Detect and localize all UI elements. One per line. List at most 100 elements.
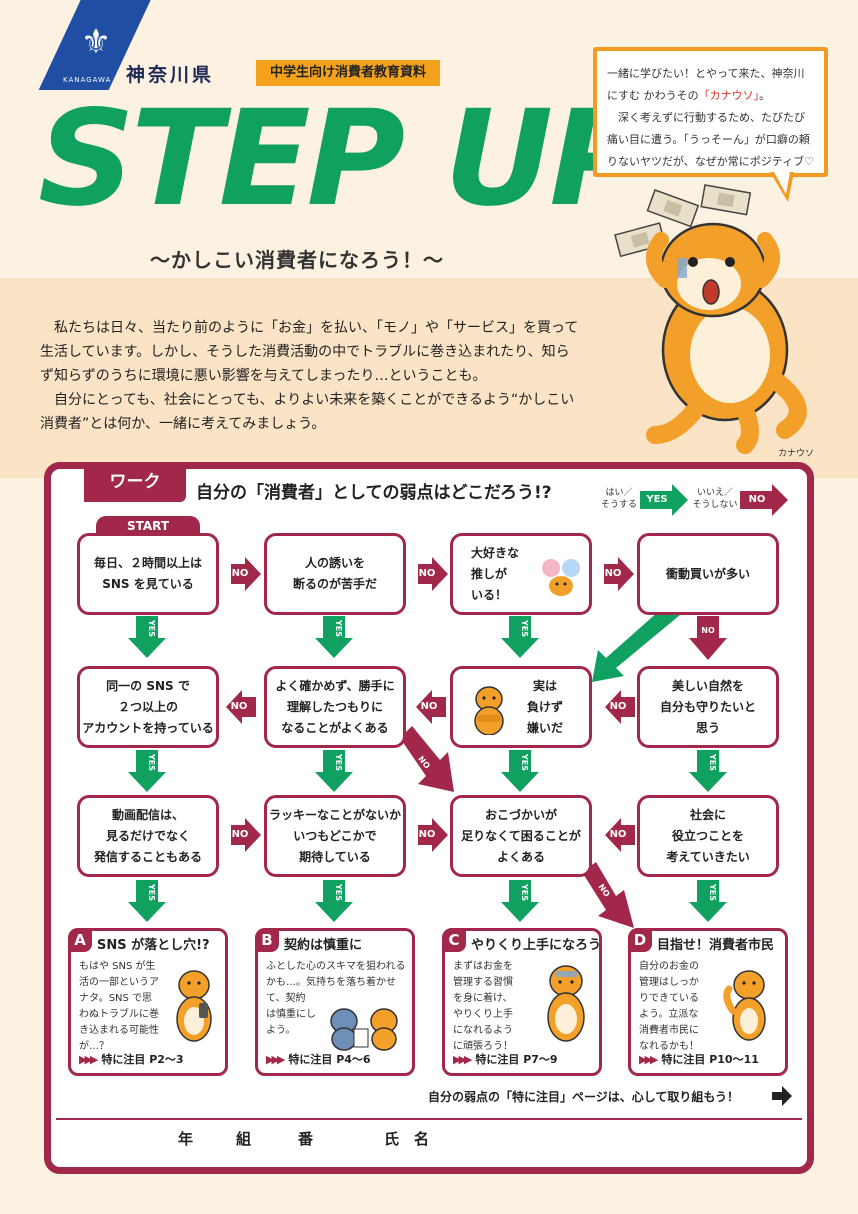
result-focus-text: 特に注目 P10〜11 bbox=[661, 1053, 759, 1066]
bubble-text-2: 深く考えずに行動するため、たびたび痛い目に遭う。「うっそーん」が口癖の頼りないヤ… bbox=[607, 111, 814, 168]
question-box-nature: 美しい自然を 自分も守りたいと 思う bbox=[637, 666, 779, 748]
result-box-b: B 契約は慎重に ふとした心のスキマを狙われるかも…。気持ちを落ち着かせて、契約… bbox=[255, 928, 415, 1076]
yes-label-r2-3: YES bbox=[520, 754, 529, 772]
result-box-d: D 目指せ！消費者市民 自分のお金の 管理はしっか りできている よう。立派な … bbox=[628, 928, 788, 1076]
question-box-streaming: 動画配信は、 見るだけでなく 発信することもある bbox=[77, 795, 219, 877]
question-text: 大好きな 推しが いる！ bbox=[471, 545, 520, 602]
question-box-refuse: 人の誘いを 断るのが苦手だ bbox=[264, 533, 406, 615]
no-label-r3-1: NO bbox=[231, 829, 249, 840]
name-label: 氏 名 bbox=[384, 1130, 430, 1148]
question-box-allowance: おこづかいが 足りなくて困ることが よくある bbox=[450, 795, 592, 877]
number-label: 番 bbox=[298, 1130, 314, 1148]
otter-phone-icon bbox=[176, 970, 212, 1042]
question-box-impulse: 衝動買いが多い bbox=[637, 533, 779, 615]
work-tab: ワーク bbox=[84, 462, 186, 502]
legend-no-label: NO bbox=[748, 494, 766, 505]
kanagawa-logo-text: KANAGAWA bbox=[63, 76, 112, 84]
question-box-multi-account: 同一の SNS で ２つ以上の アカウントを持っている bbox=[77, 666, 219, 748]
no-label-r2-2: NO bbox=[420, 701, 438, 712]
name-entry-row bbox=[56, 1118, 802, 1166]
question-text: 衝動買いが多い bbox=[665, 566, 750, 581]
yes-label-r2-4: YES bbox=[708, 754, 717, 772]
prefecture-name: 神奈川県 bbox=[126, 64, 215, 86]
material-badge: 中学生向け消費者教育資料 bbox=[256, 60, 440, 86]
otter-arms-crossed-icon bbox=[474, 686, 504, 735]
result-letter: C bbox=[442, 928, 466, 952]
result-letter: B bbox=[255, 928, 279, 952]
question-text: 人の誘いを 断るのが苦手だ bbox=[292, 556, 377, 591]
no-label-r3-2: NO bbox=[418, 829, 436, 840]
otter-worried-icon bbox=[330, 1008, 398, 1051]
year-label: 年 bbox=[178, 1130, 194, 1148]
result-focus-text: 特に注目 P7〜9 bbox=[475, 1053, 558, 1066]
question-text: ラッキーなことがないか いつもどこかで 期待している bbox=[268, 807, 401, 864]
yes-label-r1-2: YES bbox=[334, 620, 343, 638]
no-label-r1-3: NO bbox=[604, 568, 622, 579]
result-focus-text: 特に注目 P2〜3 bbox=[101, 1053, 184, 1066]
bubble-character-name: 「カナウソ」 bbox=[698, 89, 760, 102]
result-box-a: A SNS が落とし穴!? もはや SNS が生 活の一部というア ナタ。SNS… bbox=[68, 928, 228, 1076]
result-body: まずはお金を 管理する習慣 を身に着け、 やりくり上手 になれるよう に頑張ろう… bbox=[453, 961, 513, 1052]
legend-no-arrow bbox=[740, 484, 788, 516]
result-body: ふとした心のスキマを狙われるかも…。気持ちを落ち着かせて、契約 は慎重にし よう… bbox=[266, 961, 406, 1036]
result-letter: A bbox=[68, 928, 92, 952]
work-question: 自分の「消費者」としての弱点はどこだろう!? bbox=[196, 483, 552, 503]
character-caption: カナウソ bbox=[778, 449, 815, 459]
yes-label-r2-1: YES bbox=[147, 754, 156, 772]
result-body: もはや SNS が生 活の一部というア ナタ。SNS で思 わぬトラブルに巻 き… bbox=[79, 961, 159, 1052]
result-focus-pages: ▶▶▶特に注目 P7〜9 bbox=[453, 1053, 558, 1066]
question-text: 毎日、２時間以上は SNS を見ている bbox=[93, 556, 202, 591]
page-title: STEP UP bbox=[38, 82, 648, 236]
question-text: おこづかいが 足りなくて困ることが よくある bbox=[461, 807, 581, 864]
start-label: START bbox=[96, 516, 200, 536]
oshi-illustration-icon bbox=[542, 559, 580, 596]
result-letter: D bbox=[628, 928, 652, 952]
result-title: 目指せ！消費者市民 bbox=[657, 938, 775, 953]
yes-label-r3-4: YES bbox=[708, 884, 717, 902]
result-title: 契約は慎重に bbox=[284, 938, 363, 953]
bubble-text-1-end: 。 bbox=[759, 89, 771, 102]
intro-text: 私たちは日々、当たり前のように「お金」を払い、「モノ」や「サービス」を買って生活… bbox=[40, 316, 580, 436]
question-box-oshi: 大好きな 推しが いる！ bbox=[450, 533, 592, 615]
legend-yes-text: はい／ そうする bbox=[600, 488, 637, 510]
yes-label-r3-1: YES bbox=[147, 884, 156, 902]
yes-label-r1-1: YES bbox=[147, 620, 156, 638]
question-text: 同一の SNS で ２つ以上の アカウントを持っている bbox=[82, 678, 214, 735]
no-label-r1-2: NO bbox=[418, 568, 436, 579]
kanagawa-emblem-icon: ⚜ bbox=[80, 22, 112, 62]
legend-yes-label: YES bbox=[646, 494, 668, 505]
result-box-c: C やりくり上手になろう まずはお金を 管理する習慣 を身に着け、 やりくり上手… bbox=[442, 928, 602, 1076]
class-label: 組 bbox=[236, 1130, 252, 1148]
result-focus-text: 特に注目 P4〜6 bbox=[288, 1053, 371, 1066]
question-box-competitive: 実は 負けず 嫌いだ bbox=[450, 666, 592, 748]
no-label-r2-1: NO bbox=[230, 701, 248, 712]
result-focus-pages: ▶▶▶特に注目 P2〜3 bbox=[79, 1053, 184, 1066]
no-label-r1-1: NO bbox=[231, 568, 249, 579]
yes-label-r2-2: YES bbox=[334, 754, 343, 772]
question-text: よく確かめず、勝手に 理解したつもりに なることがよくある bbox=[275, 678, 395, 735]
question-box-sns-time: 毎日、２時間以上は SNS を見ている bbox=[77, 533, 219, 615]
question-text: 動画配信は、 見るだけでなく 発信することもある bbox=[93, 807, 202, 864]
legend-no-text: いいえ／ そうしない bbox=[692, 488, 738, 510]
no-label-r3-3: NO bbox=[609, 829, 627, 840]
bubble-tail-inner bbox=[774, 172, 790, 194]
yes-label-r3-3: YES bbox=[520, 884, 529, 902]
question-text: 美しい自然を 自分も守りたいと 思う bbox=[659, 678, 756, 735]
result-body: 自分のお金の 管理はしっか りできている よう。立派な 消費者市民に なれるかも… bbox=[639, 961, 699, 1052]
character-speech-bubble: 一緒に学びたい！とやって来た、神奈川にすむ かわうその「カナウソ」。 深く考えず… bbox=[593, 47, 828, 177]
result-focus-pages: ▶▶▶特に注目 P4〜6 bbox=[266, 1053, 371, 1066]
question-box-lucky: ラッキーなことがないか いつもどこかで 期待している bbox=[264, 795, 406, 877]
intro-paragraph-2: 自分にとっても、社会にとっても、よりよい未来を築くことができるよう“かしこい消費… bbox=[40, 392, 575, 432]
result-title: SNS が落とし穴!? bbox=[97, 938, 210, 953]
legend-yes-arrow bbox=[640, 484, 688, 516]
question-box-assume: よく確かめず、勝手に 理解したつもりに なることがよくある bbox=[264, 666, 406, 748]
yes-label-r3-2: YES bbox=[334, 884, 343, 902]
no-label-r2-3: NO bbox=[609, 701, 627, 712]
page-subtitle: 〜かしこい消費者になろう！〜 bbox=[150, 248, 444, 272]
yes-label-r1-3: YES bbox=[520, 620, 529, 638]
bubble-text-1: 一緒に学びたい！とやって来た、神奈川にすむ かわうその bbox=[607, 67, 805, 102]
no-label-r1-4-down: NO bbox=[701, 626, 715, 635]
otter-shocked-icon bbox=[547, 965, 585, 1042]
question-text: 社会に 役立つことを 考えていきたい bbox=[666, 807, 750, 864]
